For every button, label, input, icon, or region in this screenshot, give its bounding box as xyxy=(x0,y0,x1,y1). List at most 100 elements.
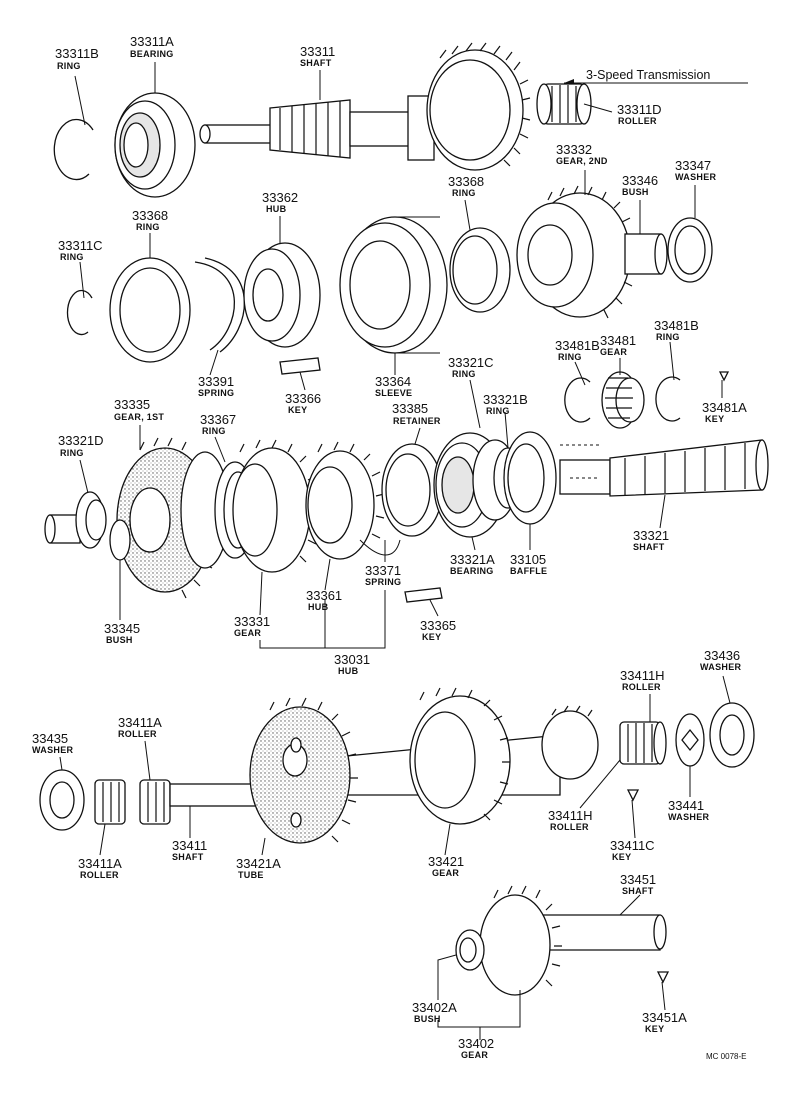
roller-33411h-top-drawing xyxy=(619,721,667,765)
hub-33361-drawing xyxy=(305,441,385,560)
drawing-code: MC 0078-E xyxy=(706,1052,746,1061)
reverse-shaft-group xyxy=(455,885,670,996)
shaft-33311-drawing xyxy=(199,42,531,171)
svg-text:HUB: HUB xyxy=(266,204,287,214)
svg-text:RING: RING xyxy=(558,352,582,362)
svg-text:33321B: 33321B xyxy=(483,392,528,407)
svg-text:3-Speed Transmission: 3-Speed Transmission xyxy=(586,68,710,82)
svg-text:RING: RING xyxy=(656,332,680,342)
svg-text:33311D: 33311D xyxy=(617,102,662,117)
svg-text:33361: 33361 xyxy=(306,588,342,603)
svg-text:33402A: 33402A xyxy=(412,1000,457,1015)
input-shaft-group xyxy=(53,42,592,198)
svg-text:33441: 33441 xyxy=(668,798,704,813)
svg-text:RING: RING xyxy=(452,369,476,379)
svg-text:33385: 33385 xyxy=(392,401,428,416)
svg-text:33364: 33364 xyxy=(375,374,411,389)
key-33411c-drawing xyxy=(626,789,640,802)
synchro-group xyxy=(66,185,713,375)
svg-text:33345: 33345 xyxy=(104,621,140,636)
svg-text:33411H: 33411H xyxy=(620,668,665,683)
key-33366-drawing xyxy=(279,357,321,375)
svg-text:SHAFT: SHAFT xyxy=(300,58,332,68)
key-33451a-drawing xyxy=(656,971,670,984)
hub-33362-drawing xyxy=(243,242,321,348)
svg-text:BEARING: BEARING xyxy=(450,566,494,576)
spring-33391-drawing xyxy=(194,257,245,353)
svg-text:33311: 33311 xyxy=(300,44,335,59)
svg-text:33321A: 33321A xyxy=(450,552,495,567)
svg-text:GEAR, 1ST: GEAR, 1ST xyxy=(114,412,164,422)
ring-33481b-right-drawing xyxy=(655,376,681,422)
svg-text:33367: 33367 xyxy=(200,412,236,427)
svg-text:33347: 33347 xyxy=(675,158,711,173)
svg-text:KEY: KEY xyxy=(705,414,724,424)
roller-33311d-drawing xyxy=(536,83,592,125)
gear-33331-drawing xyxy=(232,439,321,573)
svg-text:RING: RING xyxy=(60,252,84,262)
cluster-small-gear-drawing xyxy=(541,705,599,780)
svg-text:33481B: 33481B xyxy=(555,338,600,353)
svg-text:ROLLER: ROLLER xyxy=(550,822,589,832)
main-shaft-group xyxy=(44,431,769,603)
svg-text:33391: 33391 xyxy=(198,374,234,389)
svg-text:33411H: 33411H xyxy=(548,808,593,823)
tube-33421a-drawing xyxy=(249,697,358,844)
svg-text:GEAR: GEAR xyxy=(234,628,261,638)
svg-text:33346: 33346 xyxy=(622,173,658,188)
svg-text:RING: RING xyxy=(486,406,510,416)
svg-text:TUBE: TUBE xyxy=(238,870,264,880)
svg-text:KEY: KEY xyxy=(288,405,307,415)
svg-text:33451: 33451 xyxy=(620,872,656,887)
svg-text:33105: 33105 xyxy=(510,552,546,567)
svg-text:33411A: 33411A xyxy=(78,856,122,871)
svg-text:33332: 33332 xyxy=(556,142,592,157)
svg-text:KEY: KEY xyxy=(422,632,441,642)
svg-text:33421A: 33421A xyxy=(236,856,281,871)
svg-text:WASHER: WASHER xyxy=(668,812,710,822)
reverse-shaft-33451-drawing xyxy=(539,914,667,951)
key-33365-drawing xyxy=(404,587,443,603)
svg-text:33321C: 33321C xyxy=(448,355,494,370)
svg-text:SLEEVE: SLEEVE xyxy=(375,388,412,398)
svg-text:33335: 33335 xyxy=(114,397,150,412)
svg-text:SPRING: SPRING xyxy=(198,388,234,398)
svg-text:BEARING: BEARING xyxy=(130,49,174,59)
key-33481a-drawing xyxy=(718,371,730,382)
svg-text:33031: 33031 xyxy=(334,652,370,667)
retainer-33385-drawing xyxy=(381,443,443,537)
bush-33402a-drawing xyxy=(455,929,485,971)
bush-33345-drawing xyxy=(109,519,131,561)
svg-text:SHAFT: SHAFT xyxy=(633,542,665,552)
ring-33481b-left-drawing xyxy=(564,377,591,423)
svg-text:RING: RING xyxy=(202,426,226,436)
svg-text:33411: 33411 xyxy=(172,838,207,853)
bush-33346-drawing xyxy=(624,233,668,275)
